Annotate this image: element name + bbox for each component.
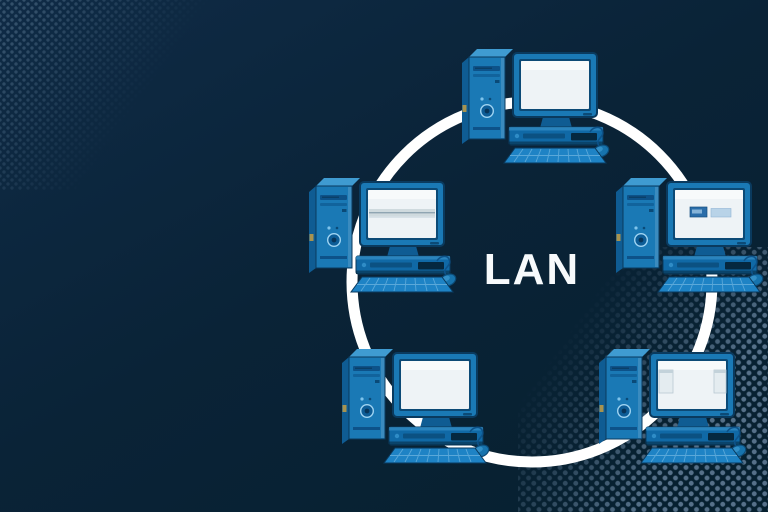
desktop-computer-icon	[341, 348, 492, 464]
desktop-computer-icon	[461, 48, 612, 164]
computer-left	[308, 177, 459, 293]
desktop-computer-icon	[308, 177, 459, 293]
computer-top	[461, 48, 612, 164]
network-label: LAN	[483, 245, 581, 294]
computer-bottom-left	[341, 348, 492, 464]
desktop-computer-icon	[598, 348, 749, 464]
desktop-computer-icon	[615, 177, 766, 293]
computer-right	[615, 177, 766, 293]
computer-bottom-right	[598, 348, 749, 464]
